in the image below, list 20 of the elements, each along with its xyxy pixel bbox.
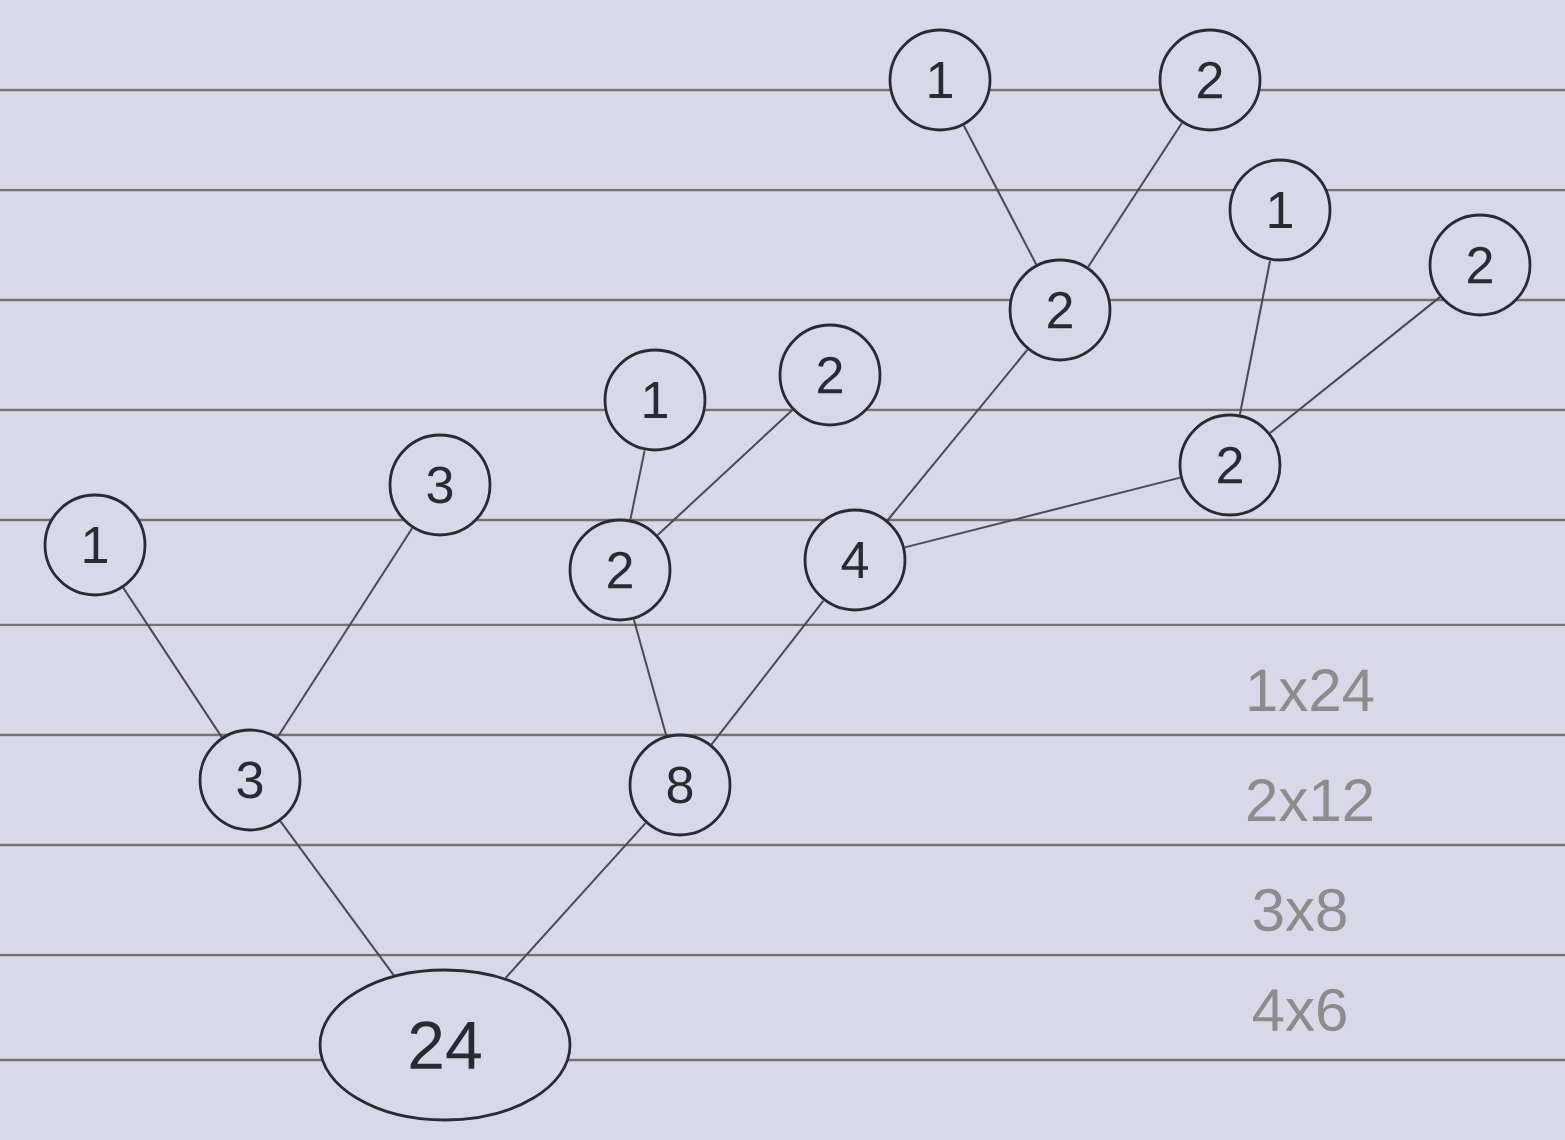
node-label: 2 [1468,246,1492,284]
tree-branch [886,348,1029,522]
tree-branch [629,449,646,521]
tree-branch [1269,296,1441,434]
tree-branch [1087,122,1183,268]
tree-branch [1238,259,1272,416]
factor-pair: 2x12 [1247,779,1373,821]
tree-branch [710,599,825,746]
tree-branch [122,586,223,739]
tree-branch [276,527,414,738]
tree-branch [962,124,1038,266]
tree-branch [632,618,668,737]
tree-branch [279,820,395,977]
tree-branch [504,822,647,979]
factor-pair: 3x8 [1253,888,1346,932]
tree-branch [656,408,794,536]
tree-branch [903,476,1182,549]
factor-pair: 4x6 [1253,988,1346,1032]
node-label: 24 [410,1021,481,1069]
factor-pair: 1x24 [1249,669,1374,711]
